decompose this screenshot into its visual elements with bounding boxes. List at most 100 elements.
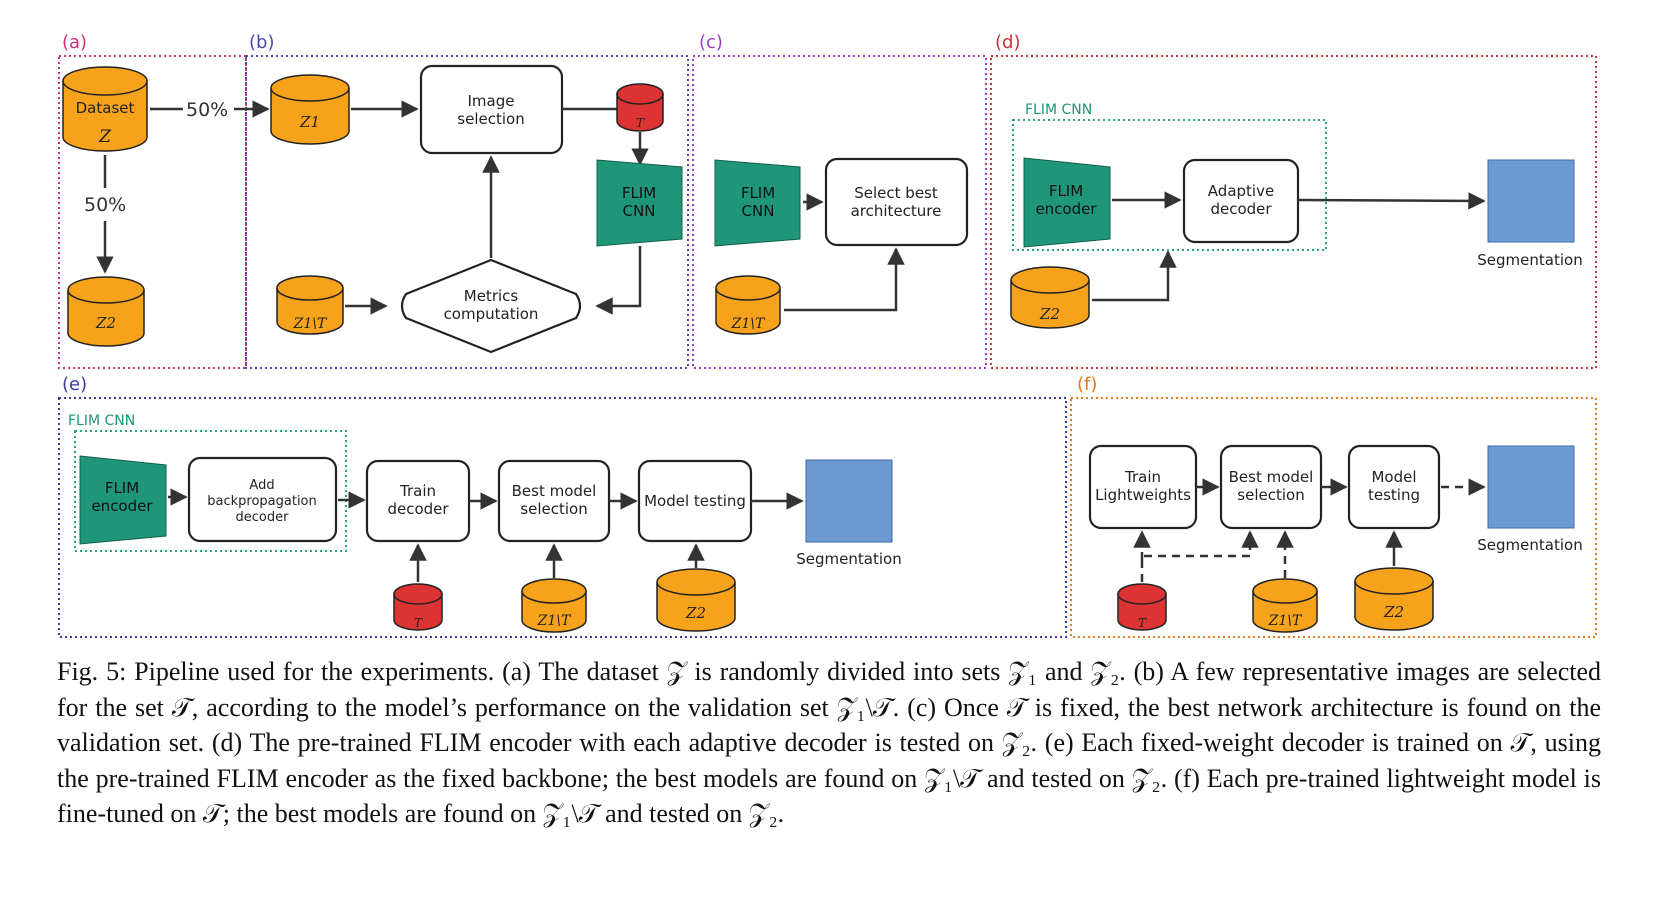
arrow-t-to-best-f bbox=[1140, 530, 1259, 582]
arrow-flim-to-metrics bbox=[595, 246, 642, 315]
flim-cnn-group-d-label: FLIM CNN bbox=[1025, 102, 1092, 118]
model-testing-box-f: Model testing bbox=[1347, 444, 1441, 530]
dataset-title: Dataset bbox=[76, 99, 135, 117]
metrics-line2: computation bbox=[444, 305, 539, 323]
flim-cnn-group-e-label: FLIM CNN bbox=[68, 413, 135, 429]
split-right-label: 50% bbox=[186, 99, 228, 121]
image-selection-line1: Image bbox=[468, 92, 515, 110]
panel-c-frame bbox=[692, 55, 987, 369]
panel-f-frame bbox=[1070, 397, 1597, 638]
figure-caption: Fig. 5: Pipeline used for the experiment… bbox=[57, 657, 1601, 828]
z1t-cylinder-f: Z1\T bbox=[1252, 578, 1318, 633]
split-down-label: 50% bbox=[84, 194, 126, 216]
flim-encoder-d-line1: FLIM bbox=[1049, 182, 1083, 200]
z1t-label-f: Z1\T bbox=[1268, 613, 1303, 629]
arrow-z2-to-group-d bbox=[1092, 250, 1177, 302]
flim-cnn-c-line1: FLIM bbox=[741, 184, 775, 202]
train-decoder-line2: decoder bbox=[387, 500, 449, 518]
z2-label-e: Z2 bbox=[685, 604, 706, 622]
select-best-line2: architecture bbox=[851, 202, 942, 220]
panel-a-label: (a) bbox=[62, 32, 87, 53]
arrow-decoder-to-seg-d bbox=[1297, 192, 1486, 210]
adaptive-decoder-line1: Adaptive bbox=[1208, 182, 1274, 200]
z1t-cylinder-c: Z1\T bbox=[715, 275, 781, 335]
flim-encoder-d: FLIM encoder bbox=[1023, 157, 1111, 248]
flim-encoder-e-line1: FLIM bbox=[105, 479, 139, 497]
panel-d: (d) bbox=[990, 32, 1597, 369]
flim-cnn-c-line2: CNN bbox=[742, 202, 775, 220]
flim-cnn-b-line1: FLIM bbox=[622, 184, 656, 202]
best-model-box-f: Best model selection bbox=[1219, 444, 1323, 530]
segmentation-square-d bbox=[1487, 159, 1575, 243]
train-decoder-line1: Train bbox=[399, 482, 436, 500]
add-bp-line1: Add bbox=[249, 478, 274, 493]
panel-f: (f) bbox=[1070, 374, 1597, 638]
segmentation-label-e: Segmentation bbox=[796, 550, 901, 568]
z2-label-a: Z2 bbox=[95, 314, 116, 332]
z2-cylinder-a: Z2 bbox=[67, 276, 145, 347]
segmentation-label-f: Segmentation bbox=[1477, 536, 1582, 554]
panel-f-label: (f) bbox=[1077, 374, 1097, 395]
select-best-line1: Select best bbox=[854, 184, 938, 202]
z1t-label-b: Z1\T bbox=[293, 316, 328, 332]
t-cylinder-f: T bbox=[1117, 583, 1167, 631]
model-testing-f-line1: Model bbox=[1371, 468, 1416, 486]
flim-cnn-b: FLIM CNN bbox=[596, 159, 683, 247]
panel-b-frame bbox=[245, 55, 689, 369]
panel-c-label: (c) bbox=[699, 32, 723, 53]
dataset-cylinder: Dataset Z bbox=[62, 66, 148, 152]
adaptive-decoder-line2: decoder bbox=[1210, 200, 1272, 218]
add-bp-line2: backpropagation bbox=[207, 494, 317, 509]
z2-cylinder-f: Z2 bbox=[1354, 567, 1434, 631]
segmentation-square-e bbox=[805, 459, 893, 543]
dataset-symbol: Z bbox=[98, 127, 112, 147]
flim-cnn-group-d bbox=[1012, 119, 1327, 251]
adaptive-decoder-box: Adaptive decoder bbox=[1182, 158, 1300, 244]
flim-cnn-group-e bbox=[74, 430, 347, 552]
z2-label-f: Z2 bbox=[1383, 603, 1404, 621]
flim-cnn-c: FLIM CNN bbox=[714, 159, 801, 247]
z1t-label-e: Z1\T bbox=[537, 613, 572, 629]
panel-e-frame bbox=[58, 397, 1067, 638]
z1t-label-c: Z1\T bbox=[731, 316, 766, 332]
segmentation-square-f bbox=[1487, 445, 1575, 529]
model-testing-e-label: Model testing bbox=[644, 492, 746, 510]
panel-c: (c) bbox=[692, 32, 987, 369]
best-model-f-line1: Best model bbox=[1229, 468, 1314, 486]
flim-encoder-d-line2: encoder bbox=[1035, 200, 1097, 218]
metrics-line1: Metrics bbox=[464, 287, 519, 305]
z2-cylinder-d: Z2 bbox=[1010, 266, 1090, 329]
panel-a: (a) bbox=[58, 32, 247, 369]
train-lw-line2: Lightweights bbox=[1095, 486, 1191, 504]
add-bp-decoder-box: Add backpropagation decoder bbox=[187, 456, 338, 543]
pipeline-diagram: (a) (b) (c) (d) (e) (f) Dataset Z 50% 50… bbox=[58, 32, 1597, 638]
model-testing-f-line2: testing bbox=[1368, 486, 1420, 504]
flim-encoder-e-line2: encoder bbox=[91, 497, 153, 515]
panel-d-label: (d) bbox=[995, 32, 1020, 53]
panel-b-label: (b) bbox=[249, 32, 274, 53]
train-lightweights-box: Train Lightweights bbox=[1088, 444, 1198, 530]
z2-label-d: Z2 bbox=[1039, 305, 1060, 323]
z1-label-b: Z1 bbox=[299, 113, 320, 131]
train-lw-line1: Train bbox=[1124, 468, 1161, 486]
z2-cylinder-e: Z2 bbox=[656, 568, 736, 632]
panel-e: (e) bbox=[58, 374, 1067, 638]
t-cylinder-b: T bbox=[616, 83, 664, 132]
panel-d-frame bbox=[990, 55, 1597, 369]
panel-b: (b) bbox=[245, 32, 689, 369]
panel-e-label: (e) bbox=[62, 374, 87, 395]
segmentation-label-d: Segmentation bbox=[1477, 251, 1582, 269]
train-decoder-box: Train decoder bbox=[365, 459, 471, 543]
t-label-e: T bbox=[414, 616, 423, 630]
t-label-b: T bbox=[636, 116, 645, 130]
flim-cnn-b-line2: CNN bbox=[623, 202, 656, 220]
add-bp-line3: decoder bbox=[236, 510, 290, 525]
arrow-z1t-to-select bbox=[784, 247, 905, 312]
flim-encoder-e: FLIM encoder bbox=[79, 455, 167, 545]
select-best-box: Select best architecture bbox=[824, 157, 969, 247]
image-selection-box: Image selection bbox=[419, 64, 564, 155]
t-cylinder-e: T bbox=[393, 583, 443, 631]
best-model-e-line2: selection bbox=[520, 500, 587, 518]
z1t-cylinder-e: Z1\T bbox=[521, 578, 587, 633]
z1-cylinder-b: Z1 bbox=[270, 74, 350, 145]
